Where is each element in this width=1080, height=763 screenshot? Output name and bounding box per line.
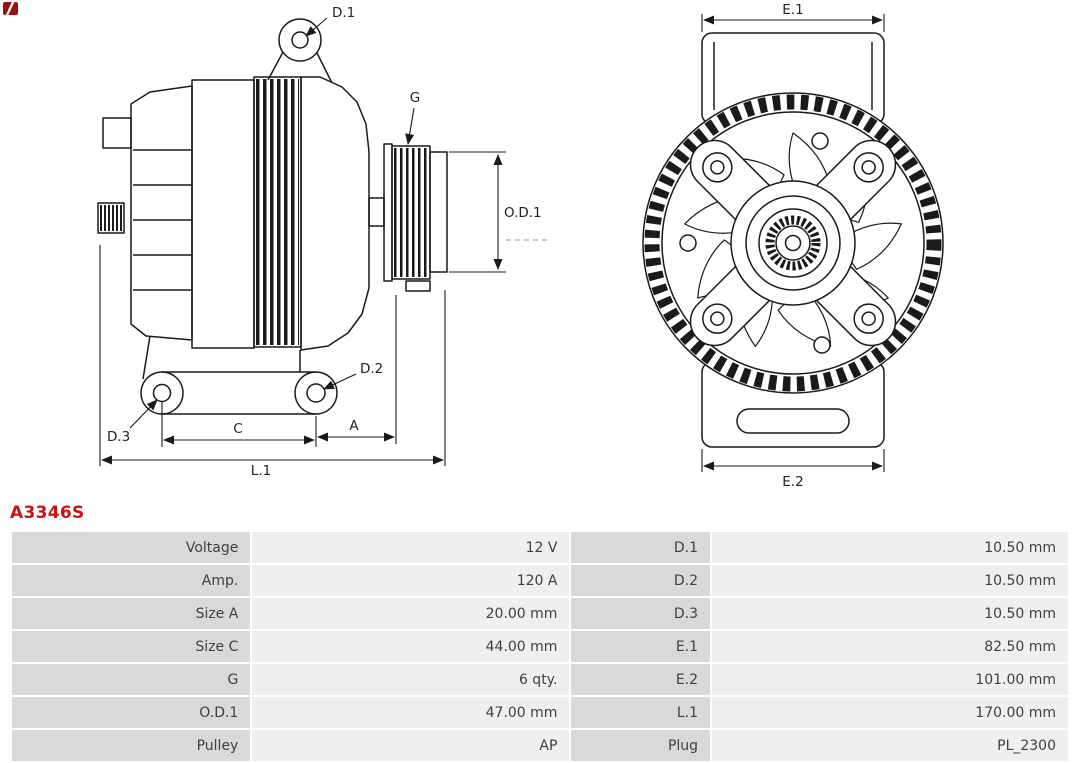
- mid-body: [191, 79, 255, 349]
- dimension-labels: D.1 G O.D.1 D.2 D.3 C A L.1 E.1 E.2: [107, 2, 804, 490]
- spec-label-e2: E.2: [571, 664, 711, 695]
- spec-value-d2: 10.50 mm: [712, 565, 1068, 596]
- label-d3: D.3: [107, 429, 130, 445]
- spec-value-d1: 10.50 mm: [712, 532, 1068, 563]
- spec-value-voltage: 12 V: [252, 532, 570, 563]
- small-bolt-hole: [811, 132, 829, 150]
- pulley-inner-flange: [383, 143, 393, 282]
- label-a: A: [349, 418, 359, 434]
- spec-label-l1: L.1: [571, 697, 711, 728]
- stator-teeth-ring: [644, 94, 942, 392]
- spec-label-d1: D.1: [571, 532, 711, 563]
- spec-label-g: G: [12, 664, 251, 695]
- spec-label-pulley: Pulley: [12, 730, 251, 761]
- pulley-face-inner: [758, 208, 828, 278]
- spec-row: G 6 qty. E.2 101.00 mm: [12, 664, 1068, 695]
- dimension-lines: [99, 14, 885, 472]
- knurled-ring: [765, 215, 821, 271]
- spec-value-g: 6 qty.: [252, 664, 570, 695]
- alternator-technical-drawing: D.1 G O.D.1 D.2 D.3 C A L.1 E.1 E.2: [97, 2, 944, 490]
- spec-value-size-c: 44.00 mm: [252, 631, 570, 662]
- spec-value-l1: 170.00 mm: [712, 697, 1068, 728]
- side-view-drawing: [97, 18, 448, 415]
- small-bolt-hole: [679, 234, 697, 252]
- pulley-outer-flange: [429, 151, 448, 273]
- spec-row: Size A 20.00 mm D.3 10.50 mm: [12, 598, 1068, 629]
- label-c: C: [233, 421, 242, 437]
- brand-logo-fragment: [3, 2, 18, 15]
- spec-value-e1: 82.50 mm: [712, 631, 1068, 662]
- part-number: A3346S: [10, 503, 85, 523]
- label-e2: E.2: [782, 474, 803, 490]
- spec-value-plug: PL_2300: [712, 730, 1068, 761]
- right-foot: [294, 371, 338, 415]
- center-hole: [784, 234, 802, 252]
- terminal-block: [102, 117, 132, 149]
- spec-row: Amp. 120 A D.2 10.50 mm: [12, 565, 1068, 596]
- spec-label-d2: D.2: [571, 565, 711, 596]
- label-l1: L.1: [251, 463, 271, 479]
- label-g: G: [410, 90, 420, 106]
- bottom-slot: [736, 408, 850, 434]
- spec-label-plug: Plug: [571, 730, 711, 761]
- shaft-collar: [775, 225, 811, 261]
- stator-inner-rim: [661, 111, 925, 375]
- spec-label-d3: D.3: [571, 598, 711, 629]
- spec-row: Size C 44.00 mm E.1 82.50 mm: [12, 631, 1068, 662]
- rear-housing: [130, 85, 193, 341]
- spec-label-size-c: Size C: [12, 631, 251, 662]
- spec-label-size-a: Size A: [12, 598, 251, 629]
- front-housing: [300, 76, 370, 351]
- spec-row: Pulley AP Plug PL_2300: [12, 730, 1068, 761]
- front-view-drawing: [642, 32, 944, 448]
- spec-row: O.D.1 47.00 mm L.1 170.00 mm: [12, 697, 1068, 728]
- spec-label-voltage: Voltage: [12, 532, 251, 563]
- spec-value-e2: 101.00 mm: [712, 664, 1068, 695]
- spec-label-amp: Amp.: [12, 565, 251, 596]
- knurled-stud: [97, 202, 125, 234]
- right-foot-hole: [306, 383, 326, 403]
- spec-value-amp: 120 A: [252, 565, 570, 596]
- pulley-face-outer: [745, 195, 841, 291]
- left-foot-hole: [152, 383, 172, 403]
- spec-table: Voltage 12 V D.1 10.50 mm Amp. 120 A D.2…: [10, 530, 1070, 763]
- label-d2: D.2: [360, 361, 383, 377]
- side-top-lug: [278, 18, 322, 62]
- spec-label-od1: O.D.1: [12, 697, 251, 728]
- spec-label-e1: E.1: [571, 631, 711, 662]
- small-bolt-hole: [813, 336, 831, 354]
- spec-row: Voltage 12 V D.1 10.50 mm: [12, 532, 1068, 563]
- shaft: [368, 197, 385, 227]
- pulley-nut: [405, 280, 431, 292]
- spec-value-od1: 47.00 mm: [252, 697, 570, 728]
- spec-value-size-a: 20.00 mm: [252, 598, 570, 629]
- label-od1: O.D.1: [504, 205, 542, 221]
- side-top-lug-hole: [291, 31, 309, 49]
- label-d1: D.1: [332, 5, 355, 21]
- spec-value-pulley: AP: [252, 730, 570, 761]
- spec-value-d3: 10.50 mm: [712, 598, 1068, 629]
- label-e1: E.1: [782, 2, 803, 18]
